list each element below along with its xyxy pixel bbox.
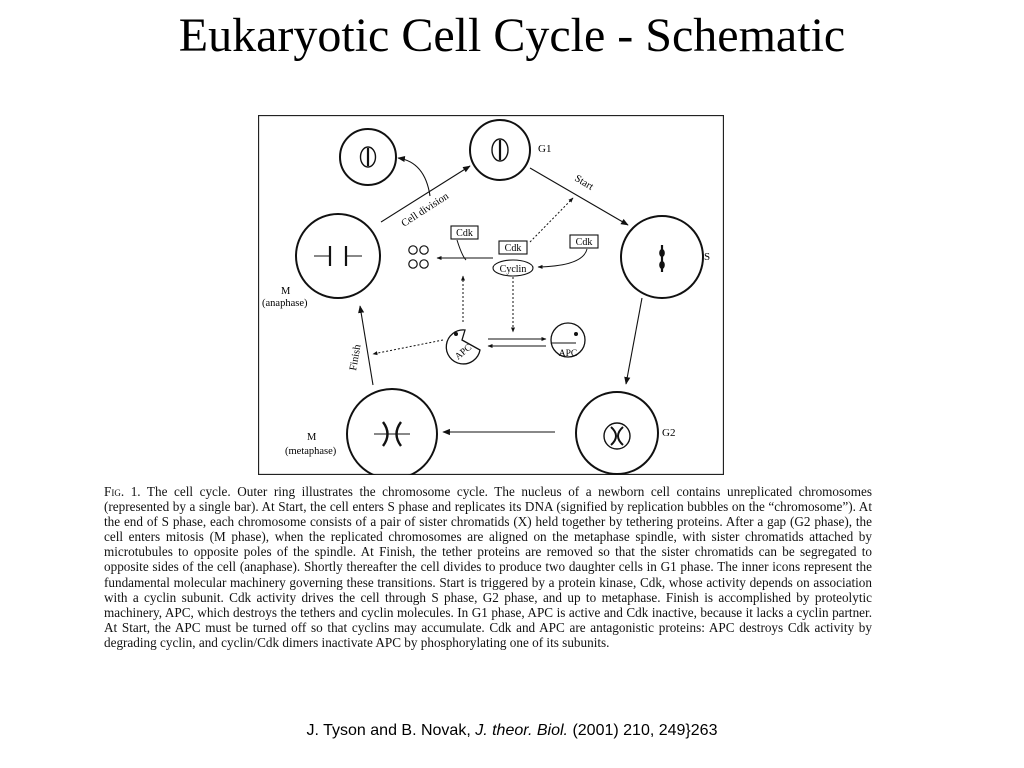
arrow-anaphase-to-g1 <box>380 165 471 223</box>
arrow-cdk-binds-cyclin <box>537 248 588 269</box>
label-m-anaphase: M <box>281 286 291 297</box>
cdk-box-left: Cdk <box>450 225 479 240</box>
citation-details: (2001) 210, 249}263 <box>572 722 718 739</box>
cell-s-phase <box>620 215 704 299</box>
cdk-center-label: Cdk <box>505 243 522 254</box>
apc-active-icon: APC <box>445 329 481 365</box>
cell-g2 <box>575 391 659 475</box>
figure-frame <box>258 115 724 475</box>
cell-metaphase <box>346 388 438 475</box>
cdk-left-label: Cdk <box>456 228 473 239</box>
cell-g1 <box>469 119 531 181</box>
citation: J. Tyson and B. Novak, J. theor. Biol. (… <box>0 722 1024 740</box>
label-finish: Finish <box>348 343 364 372</box>
arrow-finish <box>358 305 374 386</box>
arrow-start <box>529 167 629 226</box>
replication-bubbles-icon <box>408 245 429 269</box>
cell-anaphase <box>295 213 381 299</box>
caption-text: The cell cycle. Outer ring illustrates t… <box>104 484 872 650</box>
label-m-metaphase: M <box>307 432 317 443</box>
cell-cycle-diagram: G1 S G2 M (anaphase) M (metaphase) Cell … <box>258 115 724 475</box>
apc-inactive-label: APC <box>559 349 577 359</box>
figure-label: Fig. 1. <box>104 484 141 499</box>
cdk-right-label: Cdk <box>576 237 593 248</box>
label-s: S <box>704 251 710 263</box>
cdk-box-center: Cdk <box>498 240 528 255</box>
cell-daughter <box>339 128 397 186</box>
arrow-cdk-release <box>456 239 467 261</box>
citation-authors: J. Tyson and B. Novak, <box>306 722 471 739</box>
cyclin-label: Cyclin <box>500 264 527 275</box>
label-anaphase: (anaphase) <box>262 298 308 309</box>
arrow-division-curve <box>397 155 431 197</box>
figure-caption: Fig. 1. The cell cycle. Outer ring illus… <box>104 484 872 650</box>
label-metaphase: (metaphase) <box>285 446 337 457</box>
citation-journal: J. theor. Biol. <box>475 722 568 739</box>
cyclin-ellipse: Cyclin <box>492 259 534 277</box>
apc-inactive-icon: APC <box>550 322 586 359</box>
label-g2: G2 <box>662 427 675 439</box>
cdk-box-right: Cdk <box>569 234 599 249</box>
label-g1: G1 <box>538 143 551 155</box>
arrow-s-to-g2 <box>624 297 643 385</box>
page-title: Eukaryotic Cell Cycle - Schematic <box>178 9 846 62</box>
